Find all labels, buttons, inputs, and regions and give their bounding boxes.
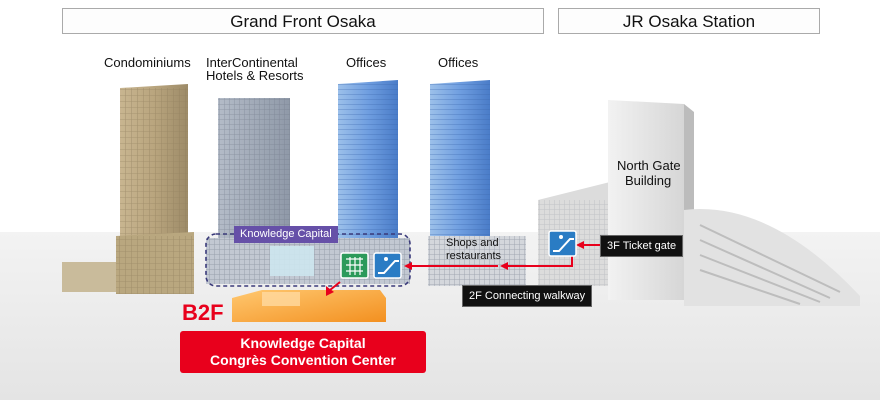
b2f-convention-floor <box>232 290 386 322</box>
label-intercontinental-line1: InterContinental <box>206 55 298 70</box>
escalator-icon <box>548 230 577 257</box>
offices-1-facade <box>338 84 398 240</box>
label-shops-line1: Shops and <box>446 237 499 249</box>
north-gate-building <box>608 100 684 300</box>
b2f-floor-highlight <box>262 292 300 306</box>
label-intercontinental-line2: Hotels & Resorts <box>206 68 304 83</box>
label-condominiums: Condominiums <box>104 55 191 70</box>
podium-low <box>62 262 130 292</box>
shops-podium-grid <box>428 236 526 286</box>
station-roof <box>684 209 860 306</box>
label-offices-2: Offices <box>438 55 479 70</box>
label-shops-line2: restaurants <box>446 250 502 262</box>
route-path-down <box>329 281 341 291</box>
label-north-gate-line2: Building <box>625 173 672 188</box>
knowledge-capital-tag: Knowledge Capital <box>234 226 338 243</box>
station-roof-ribs <box>699 224 841 305</box>
route-arrow-walkway <box>500 262 508 270</box>
ticket-gate-icon <box>340 252 369 279</box>
label-north-gate-line1: North Gate <box>617 158 681 173</box>
floor-label-b2f: B2F <box>182 300 224 325</box>
venue-name-line2: Congrès Convention Center <box>210 352 396 368</box>
route-path-walkway <box>508 256 573 267</box>
offices-2-facade <box>430 84 490 240</box>
header-jr-osaka-station: JR Osaka Station <box>558 8 820 34</box>
header-grand-front-osaka: Grand Front Osaka <box>62 8 544 34</box>
intercontinental-facade <box>218 98 290 240</box>
route-arrow-ticket <box>576 241 584 249</box>
tag-2f-connecting-walkway: 2F Connecting walkway <box>462 285 593 307</box>
venue-name-box: Knowledge Capital Congrès Convention Cen… <box>180 331 426 373</box>
escalator-icon <box>373 252 402 279</box>
atrium-glass <box>270 246 314 276</box>
condominiums-base-grid <box>116 236 194 294</box>
route-arrow-shops <box>404 262 412 270</box>
label-offices-1: Offices <box>346 55 387 70</box>
tag-3f-ticket-gate: 3F Ticket gate <box>600 235 684 257</box>
venue-name-line1: Knowledge Capital <box>240 335 366 351</box>
route-arrow-down <box>326 286 334 296</box>
